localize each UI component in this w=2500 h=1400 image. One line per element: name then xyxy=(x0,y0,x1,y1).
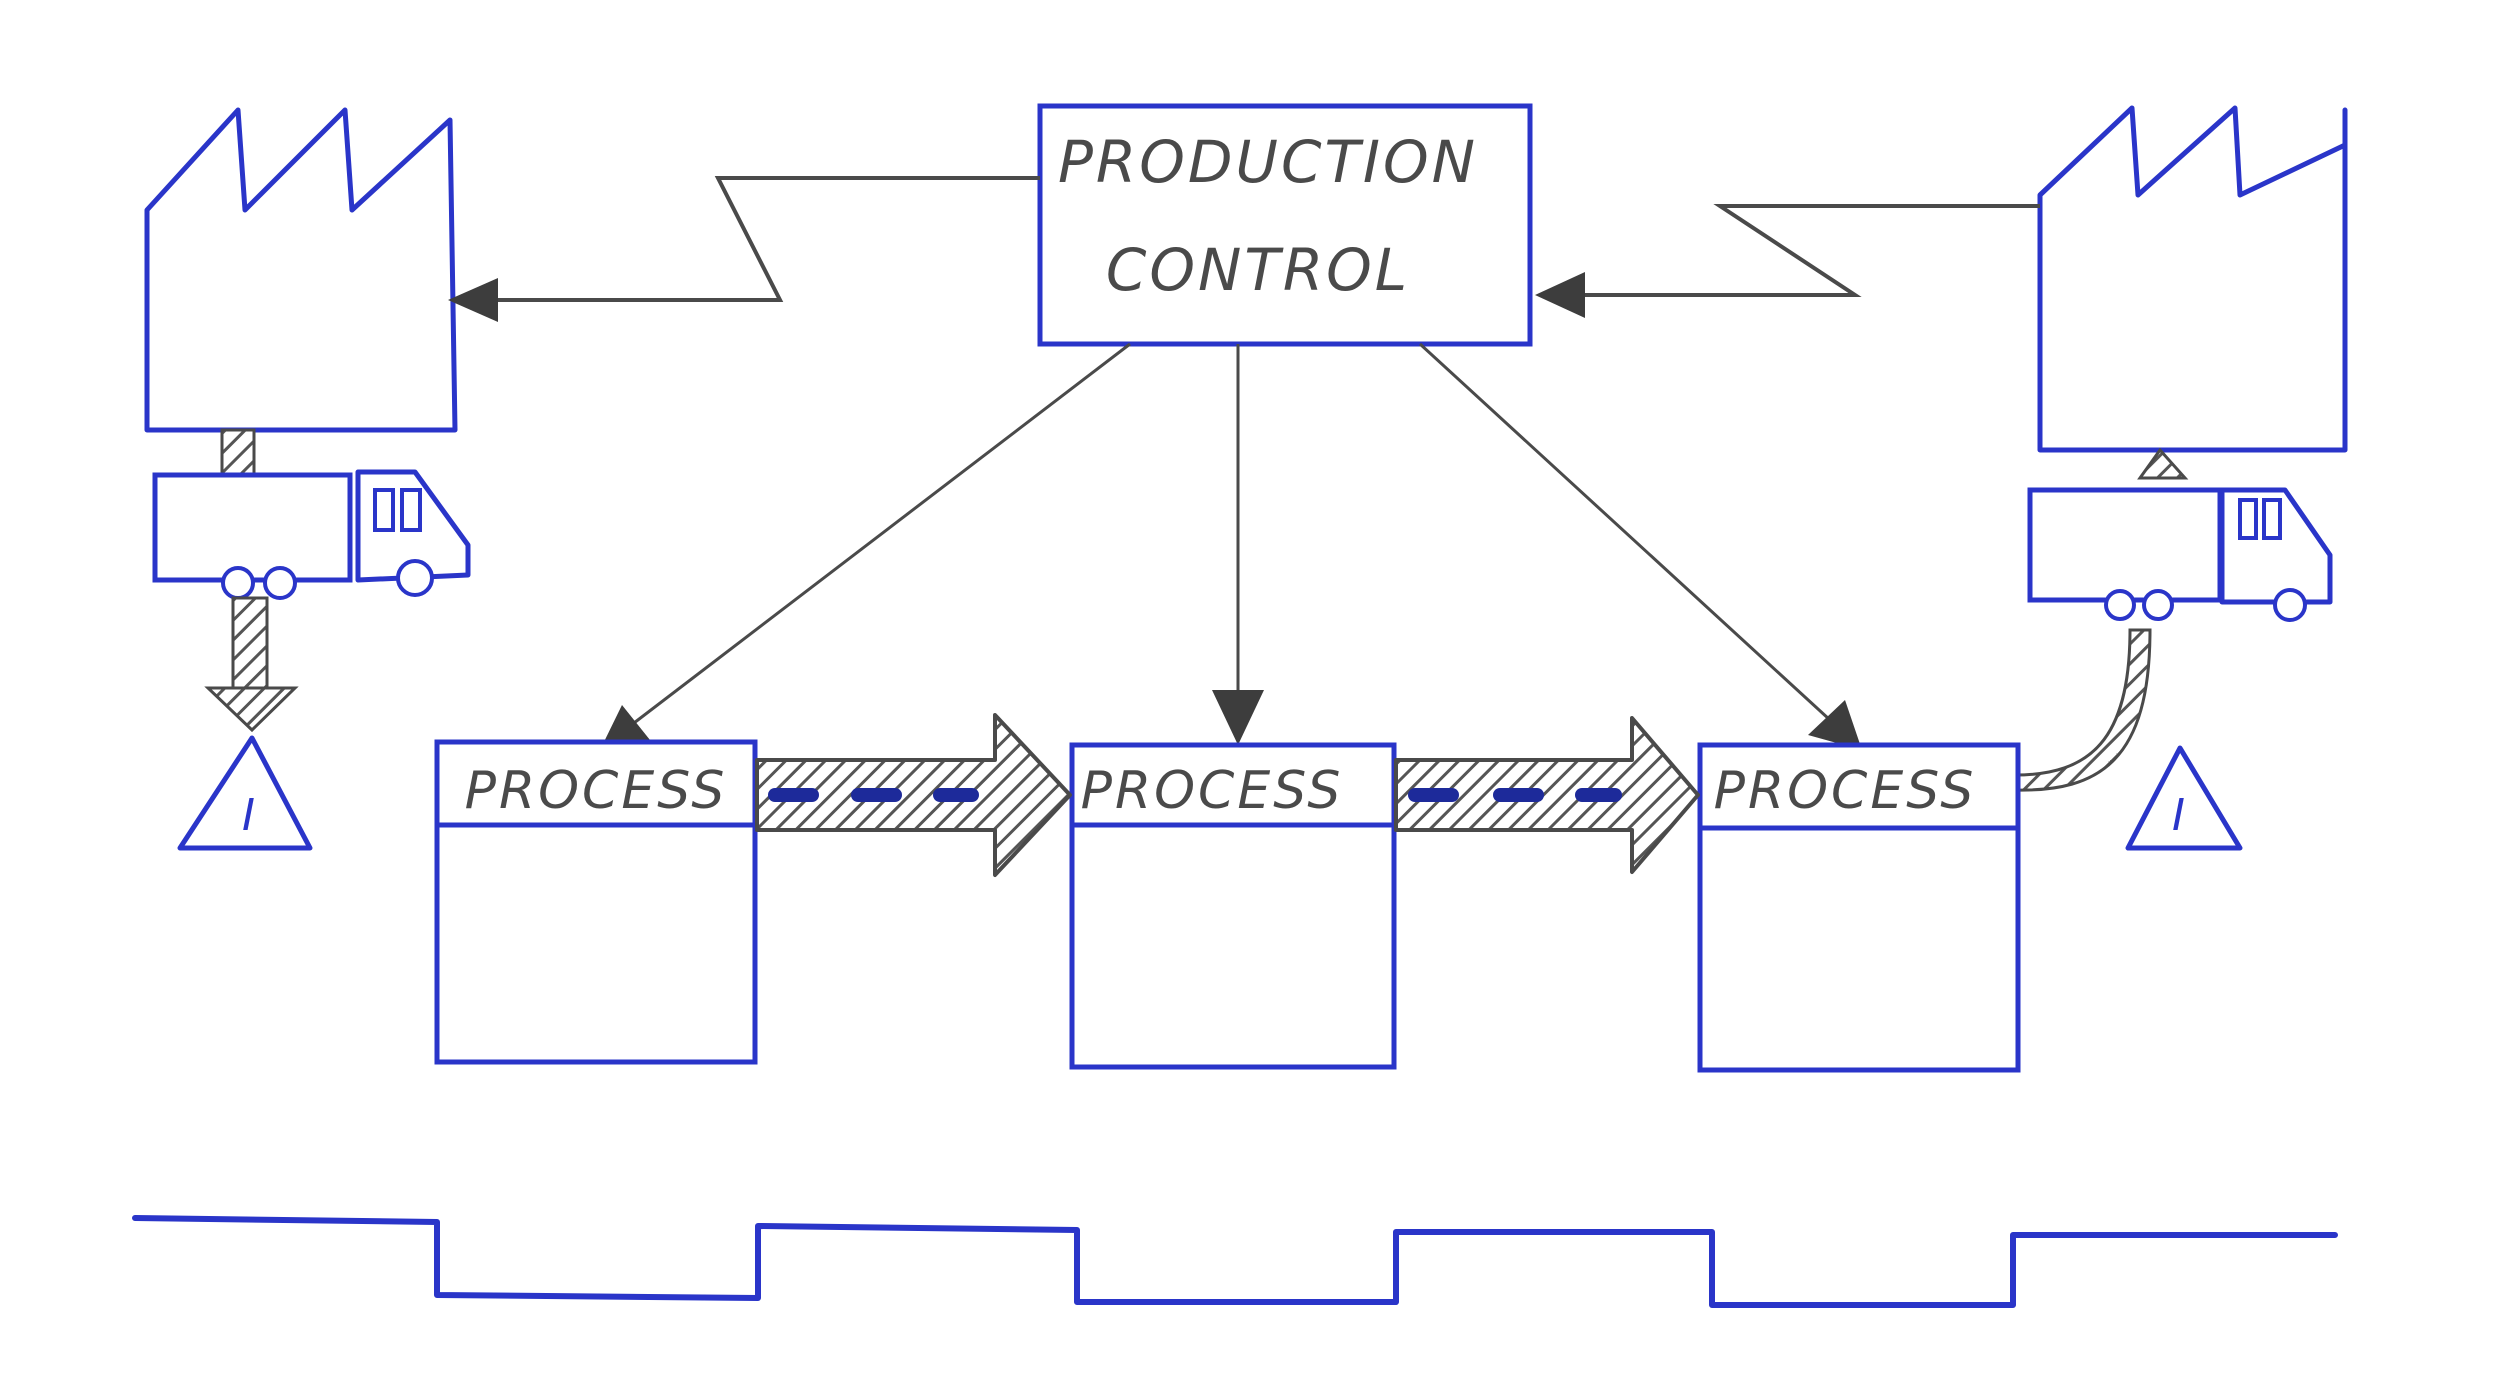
production-control-line1: PRODUCTION xyxy=(1058,128,1478,196)
process-box-2: PROCESS xyxy=(1069,742,1397,1070)
inventory-triangle-icon-left: I xyxy=(177,735,313,851)
customer-shipment-truck-icon xyxy=(2013,447,2333,792)
electronic-info-from-customer-icon xyxy=(1535,204,2040,318)
production-control: PRODUCTION CONTROL xyxy=(1037,103,1533,347)
timeline-ladder xyxy=(132,1215,2338,1308)
push-arrow-icon-2 xyxy=(1394,716,1700,874)
schedule-arrow-2 xyxy=(1212,344,1264,745)
electronic-info-to-supplier-icon xyxy=(448,176,1040,322)
production-control-box xyxy=(1037,103,1533,347)
supplier-factory-icon xyxy=(144,107,458,433)
schedule-arrow-3 xyxy=(1418,342,1862,750)
process-box-1: PROCESS xyxy=(434,739,758,1065)
production-control-line2: CONTROL xyxy=(1106,236,1410,304)
supplier-shipment-truck-icon xyxy=(152,428,471,733)
process-label-1: PROCESS xyxy=(465,761,728,821)
inventory-triangle-icon-right: I xyxy=(2125,745,2243,851)
inventory-label-right: I xyxy=(2172,790,2188,841)
schedule-arrow-1 xyxy=(600,342,1131,750)
process-box-3: PROCESS xyxy=(1697,742,2021,1073)
push-arrow-icon-1 xyxy=(755,713,1072,877)
process-label-2: PROCESS xyxy=(1081,761,1344,821)
process-label-3: PROCESS xyxy=(1714,761,1977,821)
customer-factory-icon xyxy=(2037,105,2348,453)
inventory-label-left: I xyxy=(242,790,258,841)
